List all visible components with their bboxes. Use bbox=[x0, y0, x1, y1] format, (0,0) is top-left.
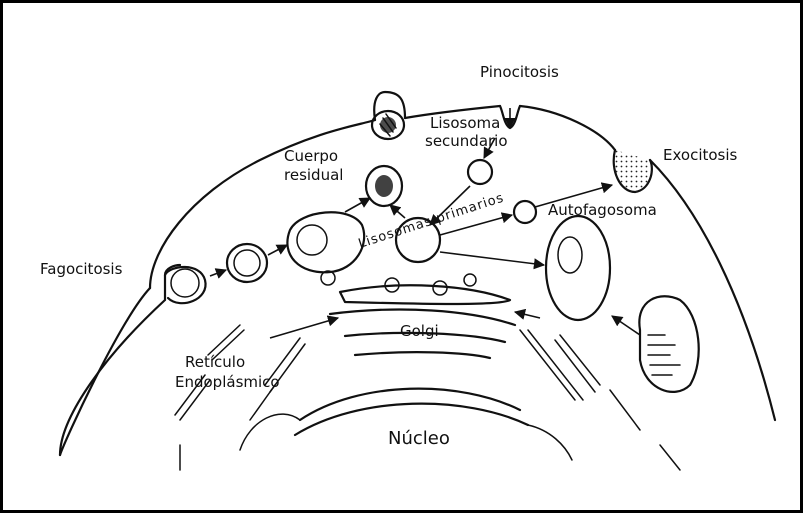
label-cuerpo-residual-1: Cuerpo bbox=[284, 147, 338, 165]
membrane-left bbox=[60, 288, 150, 455]
secondary-lysosome-vesicle bbox=[468, 160, 492, 184]
label-lisosoma-secundario-2: secundario bbox=[425, 132, 508, 150]
label-reticulo-1: Retículo bbox=[185, 353, 245, 371]
autophagosome-small bbox=[514, 201, 536, 223]
label-reticulo-2: Endoplásmico bbox=[175, 373, 280, 391]
label-nucleo: Núcleo bbox=[388, 428, 450, 449]
label-cuerpo-residual-2: residual bbox=[284, 166, 343, 184]
phagolysosome bbox=[287, 212, 364, 272]
label-lisosomas-primarios: Lisosomas primarios bbox=[357, 190, 507, 251]
label-golgi: Golgi bbox=[400, 322, 439, 340]
label-pinocitosis: Pinocitosis bbox=[480, 63, 559, 81]
mitochondrion bbox=[639, 296, 698, 392]
label-lisosoma-secundario-1: Lisosoma bbox=[430, 114, 500, 132]
label-autofagosoma: Autofagosoma bbox=[548, 201, 657, 219]
label-exocitosis: Exocitosis bbox=[663, 146, 738, 164]
golgi-cisterna-1 bbox=[340, 285, 510, 304]
label-fagocitosis: Fagocitosis bbox=[40, 260, 123, 278]
